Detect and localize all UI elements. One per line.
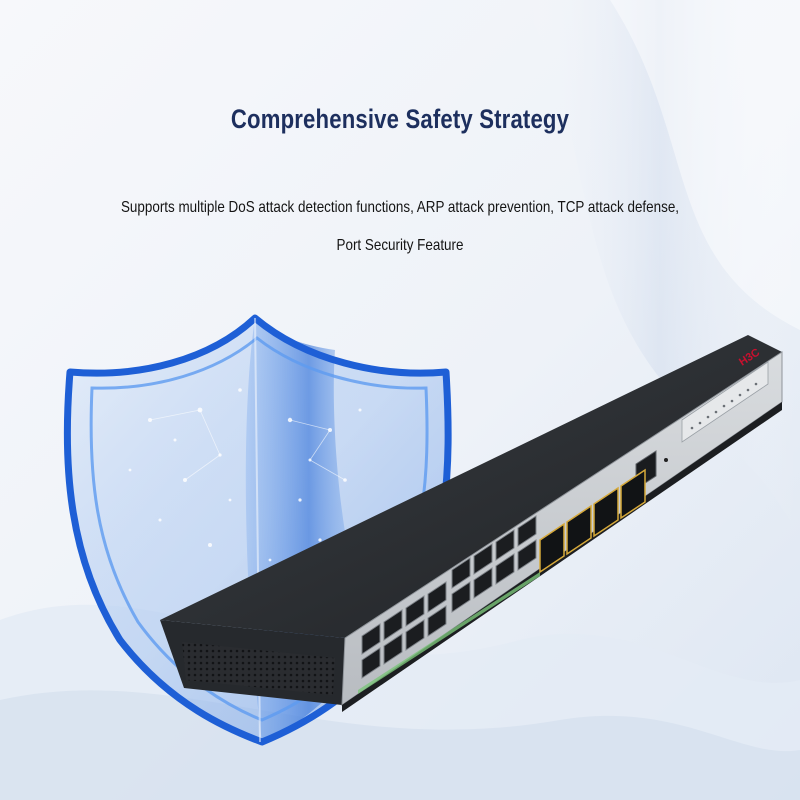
network-switch: H3C bbox=[160, 335, 783, 712]
silk-wave-2 bbox=[610, 0, 800, 330]
sfp-ports bbox=[539, 468, 646, 574]
rj45-ports-group-left bbox=[361, 581, 447, 679]
feature-description-line-1: Supports multiple DoS attack detection f… bbox=[120, 199, 680, 216]
led-panel bbox=[681, 361, 769, 443]
rj45-ports-group-right bbox=[451, 515, 537, 613]
feature-description-line-2: Port Security Feature bbox=[336, 237, 464, 254]
switch-top bbox=[160, 335, 782, 638]
silk-wave-4 bbox=[0, 690, 800, 800]
page-title: Comprehensive Safety Strategy bbox=[230, 104, 570, 134]
